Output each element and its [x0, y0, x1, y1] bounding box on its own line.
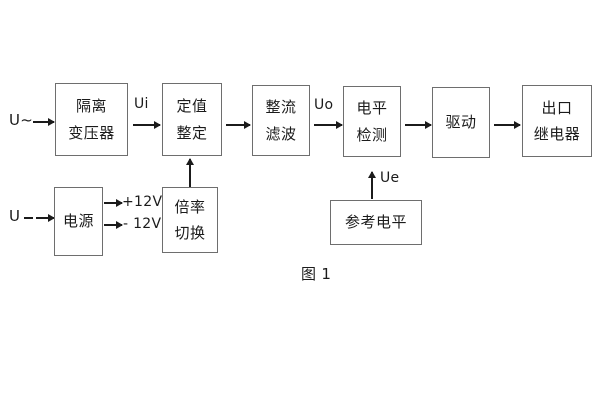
block-reference-level-line1: 参考电平 [344, 213, 407, 232]
arrow-multiplier-switch-to-setting-value [189, 159, 191, 187]
arrow-setting-value-to-rectify-filter [226, 124, 250, 126]
block-setting-value-line1: 定值 [176, 97, 208, 116]
block-output-relay-line1: 出口 [541, 98, 573, 117]
block-reference-level[interactable]: 参考电平 [330, 200, 422, 245]
block-level-detect[interactable]: 电平 检测 [343, 86, 401, 157]
block-drive-line1: 驱动 [445, 113, 477, 132]
signal-ui-label: Ui [134, 96, 149, 112]
block-power-supply[interactable]: 电源 [54, 187, 103, 256]
arrow-drive-to-output-relay [494, 124, 520, 126]
arrow-rail-negative [104, 224, 122, 226]
input-dc-label: U [9, 207, 21, 225]
block-setting-value[interactable]: 定值 整定 [162, 83, 222, 156]
block-output-relay-line2: 继电器 [533, 125, 581, 143]
block-level-detect-line1: 电平 [356, 99, 388, 118]
block-level-detect-line2: 检测 [356, 125, 388, 144]
arrow-isolation-transformer-to-setting-value [133, 124, 160, 126]
block-setting-value-line2: 整定 [176, 123, 208, 142]
block-isolation-transformer-line2: 变压器 [68, 123, 115, 142]
block-rectify-filter-line2: 滤波 [265, 124, 297, 143]
block-multiplier-switch[interactable]: 倍率 切换 [162, 187, 218, 253]
block-isolation-transformer-line1: 隔离 [75, 97, 107, 116]
block-output-relay[interactable]: 出口 继电器 [522, 85, 592, 157]
arrow-input-ac-to-isolation-transformer [33, 121, 54, 123]
signal-uo-label: Uo [314, 97, 334, 113]
block-power-supply-line1: 电源 [62, 212, 94, 231]
block-rectify-filter[interactable]: 整流 滤波 [252, 85, 310, 156]
figure-caption: 图 1 [301, 265, 332, 283]
arrow-rail-positive [104, 202, 122, 204]
block-isolation-transformer[interactable]: 隔离 变压器 [55, 83, 128, 156]
rail-negative-label: - 12V [123, 216, 162, 232]
arrow-input-dc-to-power-supply [36, 217, 54, 219]
input-ac-label: U~ [9, 111, 34, 129]
block-rectify-filter-line1: 整流 [265, 98, 297, 117]
block-multiplier-switch-line2: 切换 [174, 224, 206, 242]
block-drive[interactable]: 驱动 [432, 87, 490, 158]
arrow-level-detect-to-drive [405, 124, 431, 126]
arrow-rectify-filter-to-level-detect [314, 124, 342, 126]
signal-ue-label: Ue [380, 170, 400, 186]
block-multiplier-switch-line1: 倍率 [174, 197, 206, 216]
rail-positive-label: +12V [122, 194, 163, 210]
arrow-reference-level-to-level-detect [371, 172, 373, 199]
dc-symbol-dash [24, 217, 33, 219]
